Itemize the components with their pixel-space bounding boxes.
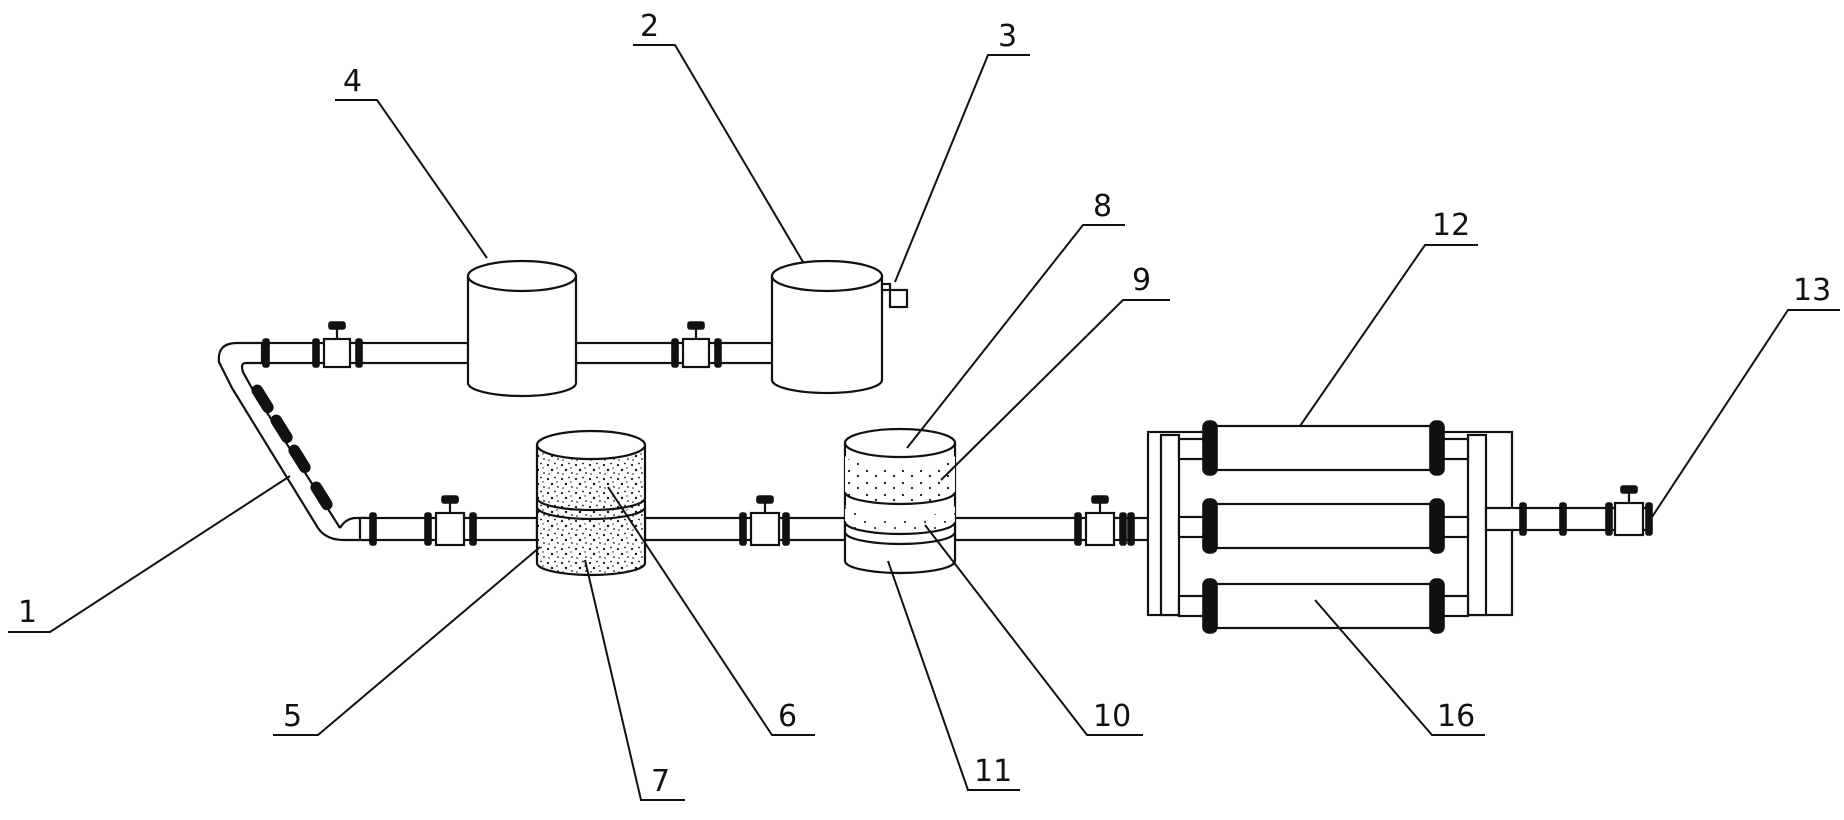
label-11: 11 <box>887 560 1020 791</box>
label-7-text: 7 <box>651 764 670 799</box>
label-7: 7 <box>584 559 685 801</box>
label-9-text: 9 <box>1132 263 1151 298</box>
label-2: 2 <box>633 9 804 263</box>
label-4-text: 4 <box>343 64 362 99</box>
filter-tank-8 <box>843 427 957 575</box>
membrane-tube-middle <box>1202 498 1445 554</box>
label-16: 16 <box>1314 599 1485 736</box>
filter-tank-5 <box>535 429 647 577</box>
lower-pipeline <box>358 495 1150 547</box>
label-9: 9 <box>940 263 1170 481</box>
label-3: 3 <box>894 19 1030 283</box>
valve-upper-2 <box>681 321 711 369</box>
label-6-text: 6 <box>778 699 797 734</box>
label-12: 12 <box>1299 208 1478 427</box>
membrane-tube-12 <box>1202 420 1445 476</box>
label-13-text: 13 <box>1793 273 1831 308</box>
label-5-text: 5 <box>283 699 302 734</box>
label-13: 13 <box>1651 273 1840 518</box>
label-11-text: 11 <box>974 754 1012 789</box>
label-4: 4 <box>335 64 488 259</box>
diagonal-pipe <box>231 384 370 542</box>
sensor-3 <box>888 288 909 309</box>
label-8: 8 <box>906 189 1125 449</box>
label-5: 5 <box>273 546 541 736</box>
tank-4 <box>466 259 578 398</box>
tank-2 <box>770 259 909 395</box>
label-1: 1 <box>8 475 291 633</box>
label-12-text: 12 <box>1432 208 1470 243</box>
valve-outlet <box>1613 485 1645 537</box>
valve-lower-2 <box>749 495 781 547</box>
label-16-text: 16 <box>1437 699 1475 734</box>
outlet-pipe-13 <box>1484 485 1653 537</box>
label-8-text: 8 <box>1093 189 1112 224</box>
valve-upper-1 <box>322 321 352 369</box>
label-10: 10 <box>924 524 1143 736</box>
label-1-text: 1 <box>18 595 37 630</box>
valve-lower-1 <box>434 495 466 547</box>
label-6: 6 <box>607 486 815 736</box>
label-10-text: 10 <box>1093 699 1131 734</box>
label-2-text: 2 <box>640 9 659 44</box>
label-3-text: 3 <box>998 19 1017 54</box>
valve-lower-3 <box>1084 495 1116 547</box>
membrane-tube-16 <box>1202 578 1445 634</box>
